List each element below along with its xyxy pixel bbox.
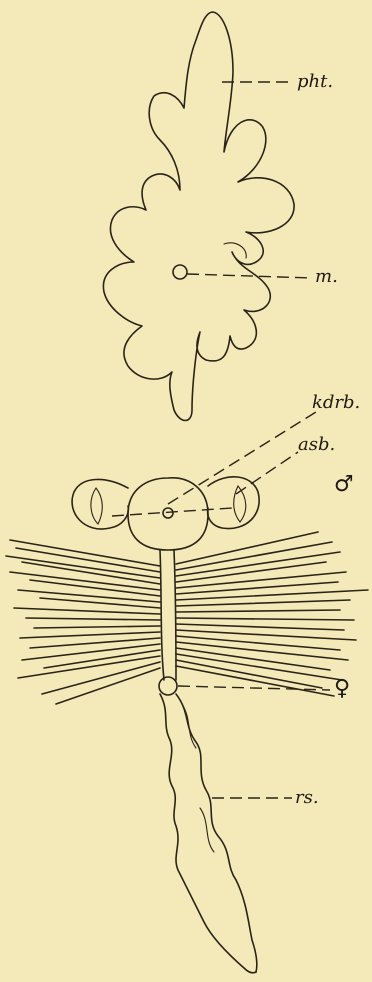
m-leader xyxy=(187,274,312,278)
label-asb: asb. xyxy=(298,436,335,454)
canal-left xyxy=(160,550,164,680)
duct-pore xyxy=(163,508,173,518)
pharynx-inner-fold xyxy=(224,243,246,258)
right-bristles xyxy=(176,532,368,696)
asb-leader xyxy=(236,452,298,494)
label-kdrb: kdrb. xyxy=(312,394,360,412)
pharynx-outline xyxy=(103,12,294,421)
left-accessory-inner xyxy=(91,488,102,524)
receptaculum-right-edge xyxy=(176,694,257,972)
female-pore xyxy=(159,677,177,695)
label-male-symbol: ♂ xyxy=(334,474,354,496)
receptaculum-left-edge xyxy=(160,694,256,973)
mouth-circle xyxy=(173,265,187,279)
left-bristles xyxy=(6,540,160,704)
label-female-symbol: ♀ xyxy=(334,678,350,700)
label-pht: pht. xyxy=(297,73,333,91)
female-leader xyxy=(178,686,330,690)
label-m: m. xyxy=(315,268,338,286)
left-accessory-lobe xyxy=(72,479,128,529)
label-rs: rs. xyxy=(295,789,319,807)
